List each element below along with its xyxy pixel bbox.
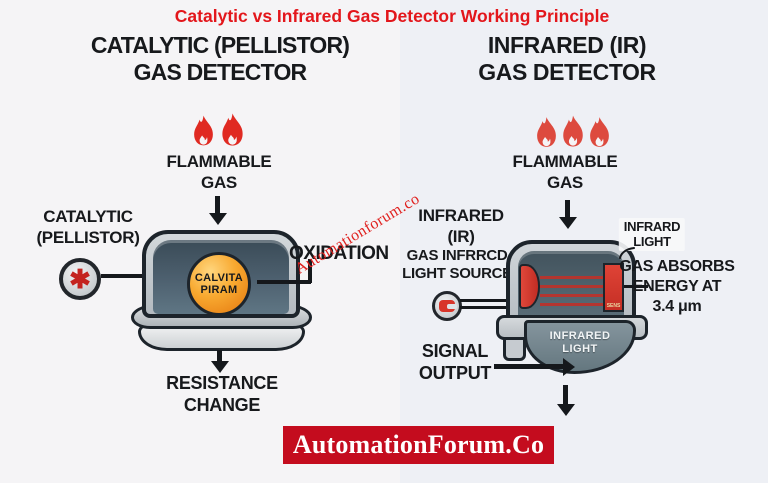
ir-beam xyxy=(540,294,606,297)
signal-output-arrow xyxy=(494,364,564,369)
flame-icon xyxy=(191,112,216,149)
connector-line-circle-top xyxy=(460,299,520,302)
resistance-change-label: RESISTANCE CHANGE xyxy=(166,373,278,415)
signal-output-label: SIGNAL OUTPUT xyxy=(418,341,492,383)
flame-icon xyxy=(560,111,586,151)
flammable-gas-label-left: FLAMMABLE GAS xyxy=(166,152,272,192)
ir-source-icon xyxy=(432,291,462,321)
gas-absorbs-label: GAS ABSORBS ENERGY AT 3.4 μm xyxy=(619,258,735,315)
ir-beam xyxy=(540,303,606,306)
ir-detector-block: SENS xyxy=(603,263,624,312)
catalytic-pellistor-label: CATALYTIC (PELLISTOR) xyxy=(36,207,140,247)
brand-banner-text: AutomationForum.Co xyxy=(292,430,545,459)
flame-icon xyxy=(534,113,559,151)
pellistor-pinwheel-icon: ✱ xyxy=(69,264,91,294)
connector-line-oxidation-v xyxy=(308,259,312,283)
connector-line-circle-bottom xyxy=(460,306,520,309)
infrared-light-top-label: INFRARD LIGHT xyxy=(618,218,686,251)
result-arrow-left xyxy=(217,350,222,362)
flame-icon xyxy=(219,110,246,149)
pointer-curve-icon xyxy=(619,247,635,259)
flame-icon xyxy=(587,113,612,151)
pellistor-bead-icon: ✱ xyxy=(59,258,101,300)
signal-down-arrow xyxy=(563,385,568,405)
gas-flow-arrow-left xyxy=(215,196,220,214)
connector-line-detector xyxy=(624,285,648,288)
infrared-section-heading: INFRARED (IR) GAS DETECTOR xyxy=(478,32,656,85)
ir-base-foot xyxy=(503,337,526,361)
infrared-ir-label: INFRARED (IR) xyxy=(418,206,504,246)
connector-line-oxidation-h xyxy=(257,280,311,284)
catalytic-bead: CALVITA PIRAM xyxy=(187,252,251,316)
ir-emitter xyxy=(519,264,540,309)
gas-flow-arrow-right xyxy=(565,200,570,218)
ir-emitter-glyph-icon xyxy=(439,300,457,312)
ir-light-source-label: GAS INFRRCD LIGHT SOURCE xyxy=(402,247,512,282)
brand-banner: AutomationForum.Co xyxy=(283,426,554,464)
flammable-gas-label-right: FLAMMABLE GAS xyxy=(512,152,618,192)
ir-beam xyxy=(540,285,606,288)
ir-base-skirt: INFRARED LIGHT xyxy=(524,320,636,374)
catalytic-section-heading: CATALYTIC (PELLISTOR) GAS DETECTOR xyxy=(90,32,350,85)
oxidation-label: OXIDATION xyxy=(289,243,389,264)
ir-beam xyxy=(540,276,606,279)
page-title: Catalytic vs Infrared Gas Detector Worki… xyxy=(174,6,610,26)
